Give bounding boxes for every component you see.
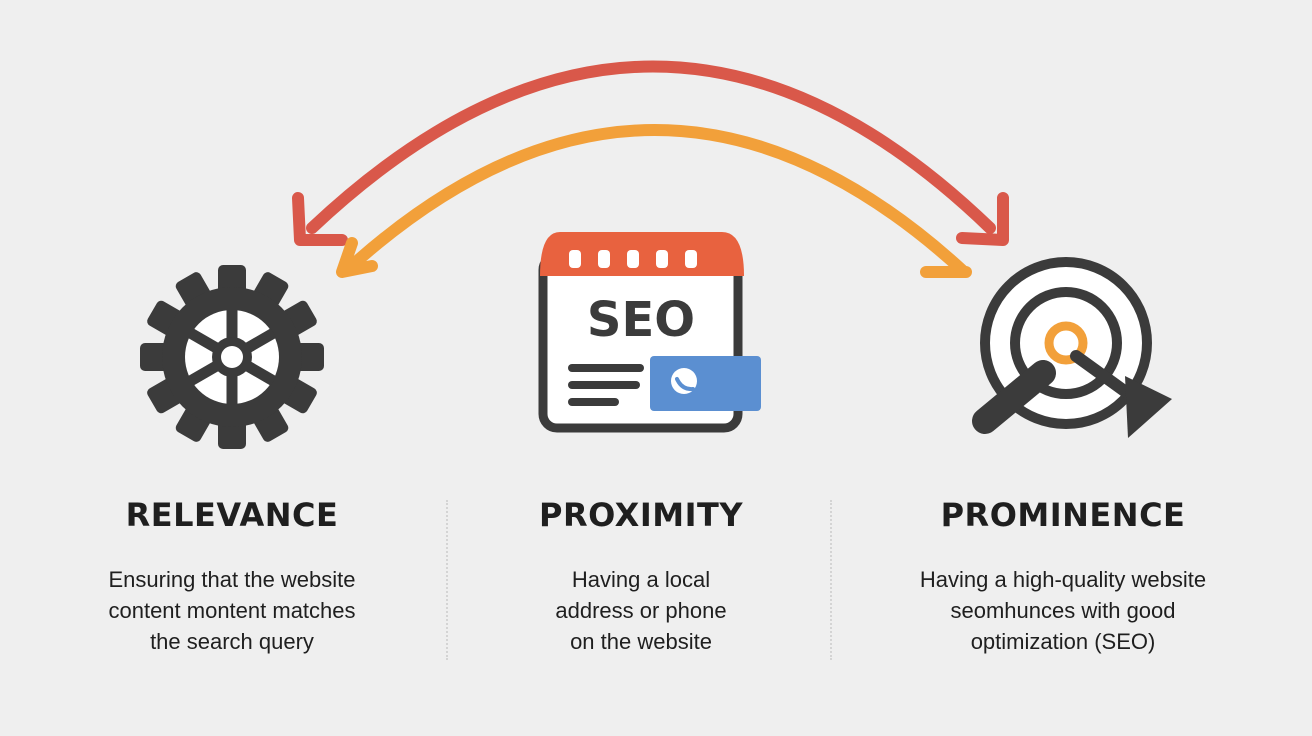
prominence-line-2: seomhunces with good (950, 598, 1176, 623)
prominence-line-3: optimization (SEO) (970, 629, 1156, 654)
proximity-description: Having a local address or phone on the w… (451, 564, 831, 657)
proximity-line-1: Having a local (571, 567, 711, 592)
relevance-column: RELEVANCE Ensuring that the website cont… (42, 496, 422, 657)
prominence-line-1: Having a high-quality website (919, 567, 1207, 592)
proximity-title: PROXIMITY (539, 496, 743, 534)
prominence-title: PROMINENCE (940, 496, 1186, 534)
relevance-description: Ensuring that the website content monten… (42, 564, 422, 657)
outer-arrow-left-head (292, 192, 348, 246)
inner-arrow (336, 124, 972, 278)
relevance-line-1: Ensuring that the website (108, 567, 356, 592)
relevance-line-2: content montent matches (108, 598, 356, 623)
target-cursor-icon (972, 257, 1172, 438)
storefront-text-lines (568, 364, 644, 406)
storefront-sign: SEO (587, 292, 695, 348)
outer-arrow (292, 60, 1009, 246)
cursor-arrow-icon (1125, 376, 1172, 438)
relevance-line-3: the search query (150, 629, 314, 654)
proximity-line-2: address or phone (555, 598, 727, 623)
divider-right (830, 500, 832, 660)
outer-arrow-right-head (956, 192, 1009, 246)
gear-icon (140, 265, 324, 449)
seo-storefront-icon: SEO (538, 232, 761, 433)
outer-arrow-curve (306, 60, 996, 234)
search-badge (650, 356, 761, 411)
relevance-title: RELEVANCE (125, 496, 339, 534)
prominence-description: Having a high-quality website seomhunces… (873, 564, 1253, 657)
phone-icon (671, 368, 697, 394)
proximity-column: PROXIMITY Having a local address or phon… (451, 496, 831, 657)
proximity-line-3: on the website (570, 629, 712, 654)
divider-left (446, 500, 448, 660)
inner-arrow-left-head (336, 237, 378, 278)
prominence-column: PROMINENCE Having a high-quality website… (873, 496, 1253, 657)
inner-arrow-curve (341, 124, 968, 276)
